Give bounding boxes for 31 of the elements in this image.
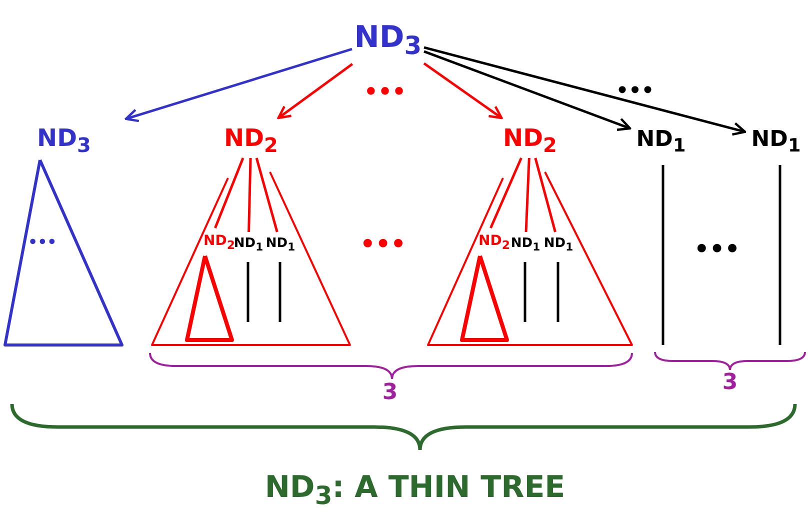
- arrow: [424, 46, 746, 136]
- branch-line: [524, 158, 530, 232]
- node-label: ND$_{2}$: [478, 232, 510, 254]
- node-label: ND$_{1}$: [234, 235, 264, 256]
- branch-line: [214, 158, 244, 228]
- ellipsis: •••: [362, 80, 408, 105]
- branch-line: [255, 158, 278, 232]
- node-label: ND$_{1}$: [265, 235, 296, 256]
- node-label: ND$_{2}$: [223, 123, 279, 158]
- count-label: 3: [721, 370, 739, 395]
- node-label: ND$_{2}$: [202, 232, 235, 254]
- branch-line: [490, 158, 522, 228]
- ellipsis: •••: [358, 230, 408, 258]
- count-label: 3: [381, 380, 399, 405]
- node-label: ND$_{1}$: [543, 235, 574, 256]
- node-label: ND$_{3}$: [352, 12, 424, 64]
- ellipsis: •••: [28, 232, 57, 253]
- arrow: [277, 62, 354, 120]
- node-label: ND$_{1}$: [750, 126, 802, 158]
- caption: ND$_{3}$: A THIN TREE: [264, 470, 566, 510]
- ellipsis: •••: [614, 78, 656, 102]
- branch-line: [248, 158, 252, 232]
- branch-line: [534, 158, 556, 232]
- arrow: [124, 48, 352, 122]
- arrow: [423, 62, 503, 120]
- ellipsis: •••: [692, 235, 742, 263]
- node-label: ND$_{2}$: [502, 123, 558, 158]
- node-label: ND$_{1}$: [510, 235, 541, 256]
- node-label: ND$_{3}$: [36, 123, 92, 158]
- node-label: ND$_{1}$: [635, 126, 687, 158]
- arrow: [424, 50, 632, 131]
